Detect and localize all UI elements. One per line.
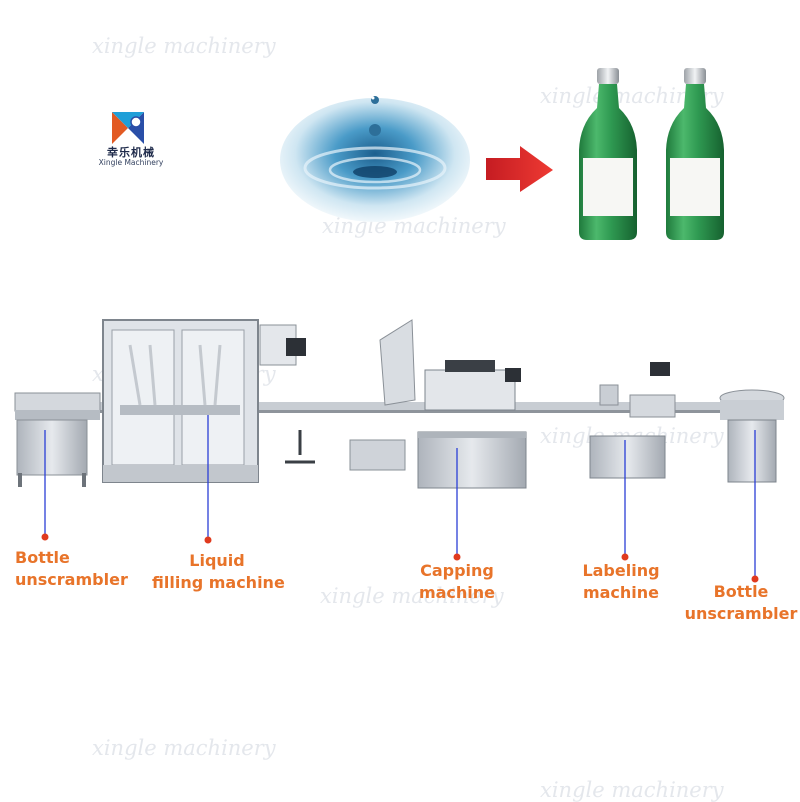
conveyor: [50, 402, 755, 413]
logo-icon: [112, 112, 144, 144]
label-capping-machine: Capping machine: [418, 561, 496, 602]
labeling-machine: [589, 362, 676, 479]
green-bottle-icon: [666, 68, 724, 240]
green-bottle-icon: [579, 68, 637, 240]
label-labeling-machine: Labeling machine: [582, 561, 660, 602]
water-drop-icon: [280, 96, 470, 222]
label-liquid-filling-machine: Liquid filling machine: [152, 551, 285, 592]
liquid-filling-machine: [102, 319, 315, 483]
watermark: xingle machinery: [92, 34, 276, 58]
watermark: xingle machinery: [320, 584, 504, 608]
label-bottle-unscrambler-left: Bottle unscrambler: [15, 548, 128, 589]
watermark: xingle machinery: [540, 778, 724, 802]
capping-machine: [349, 319, 527, 489]
logo-name-cn: 幸乐机械: [107, 146, 155, 159]
red-arrow-icon: [486, 146, 553, 192]
bottle-unscrambler-right: [719, 389, 785, 483]
logo-name-en: Xingle Machinery: [98, 158, 164, 167]
watermark: xingle machinery: [92, 736, 276, 760]
label-bottle-unscrambler-right: Bottle unscrambler: [684, 582, 798, 623]
bottle-unscrambler-left: [14, 392, 101, 487]
